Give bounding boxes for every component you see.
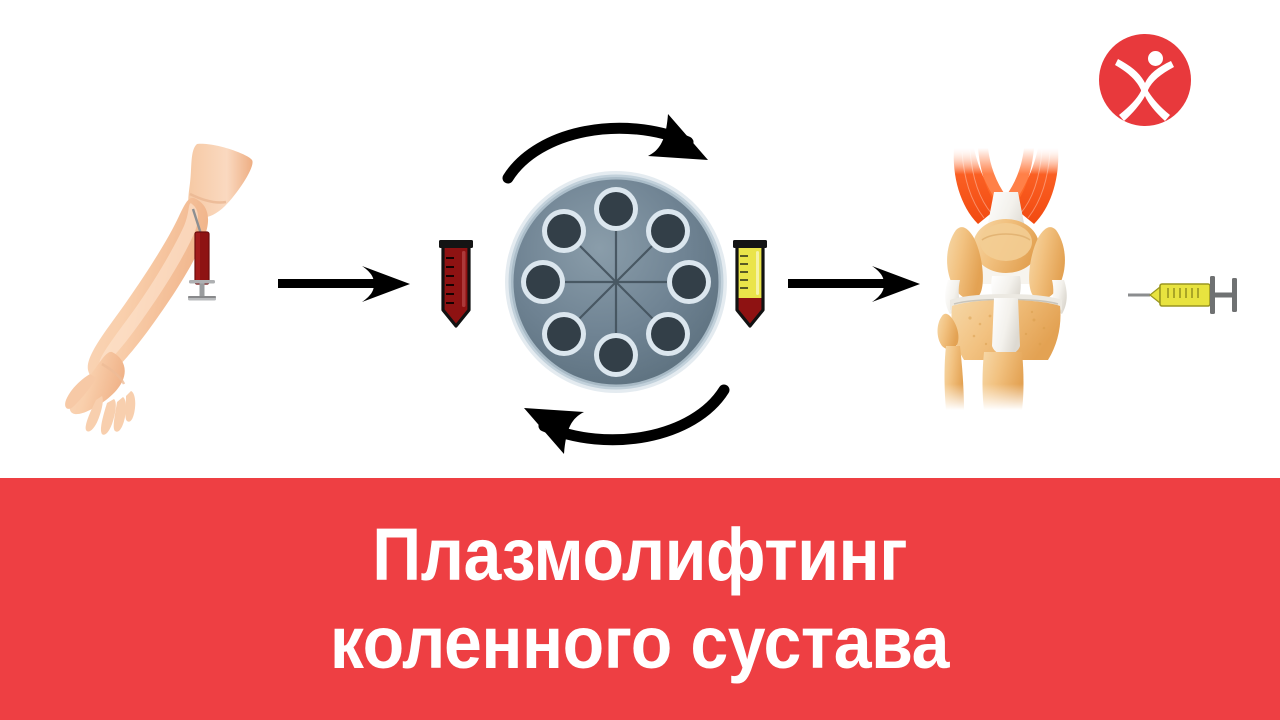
rotation-arrow-bottom bbox=[524, 384, 730, 454]
arm-with-syringe-icon bbox=[65, 143, 253, 435]
step-plasma-syringe bbox=[1128, 268, 1246, 322]
title-line-2: коленного сустава bbox=[330, 601, 950, 684]
rotor-holes bbox=[521, 187, 711, 377]
rotation-arrow-top bbox=[502, 114, 708, 184]
clinic-logo[interactable] bbox=[1098, 33, 1192, 127]
connector-arrow-1 bbox=[278, 262, 412, 306]
step-blood-draw bbox=[62, 138, 292, 435]
step-plasma-tube bbox=[730, 236, 770, 332]
syringe-plasma-icon bbox=[1128, 276, 1237, 314]
knee-joint-anatomy-icon bbox=[916, 148, 1096, 410]
arrow-right-icon bbox=[278, 266, 410, 302]
title-banner: Плазмолифтинг коленного сустава bbox=[0, 478, 1280, 720]
step-knee-joint bbox=[916, 148, 1096, 410]
process-diagram bbox=[62, 33, 1246, 456]
connector-arrow-2 bbox=[788, 262, 922, 306]
centrifuge-rotor-icon bbox=[502, 114, 730, 454]
title-line-1: Плазмолифтинг bbox=[372, 513, 908, 596]
test-tube-plasma-icon bbox=[733, 240, 767, 328]
test-tube-blood-icon bbox=[439, 240, 473, 328]
step-centrifugation bbox=[492, 108, 740, 456]
arrow-right-icon bbox=[788, 266, 920, 302]
step-blood-tube bbox=[436, 236, 476, 332]
clinic-logo-icon bbox=[1099, 34, 1191, 126]
